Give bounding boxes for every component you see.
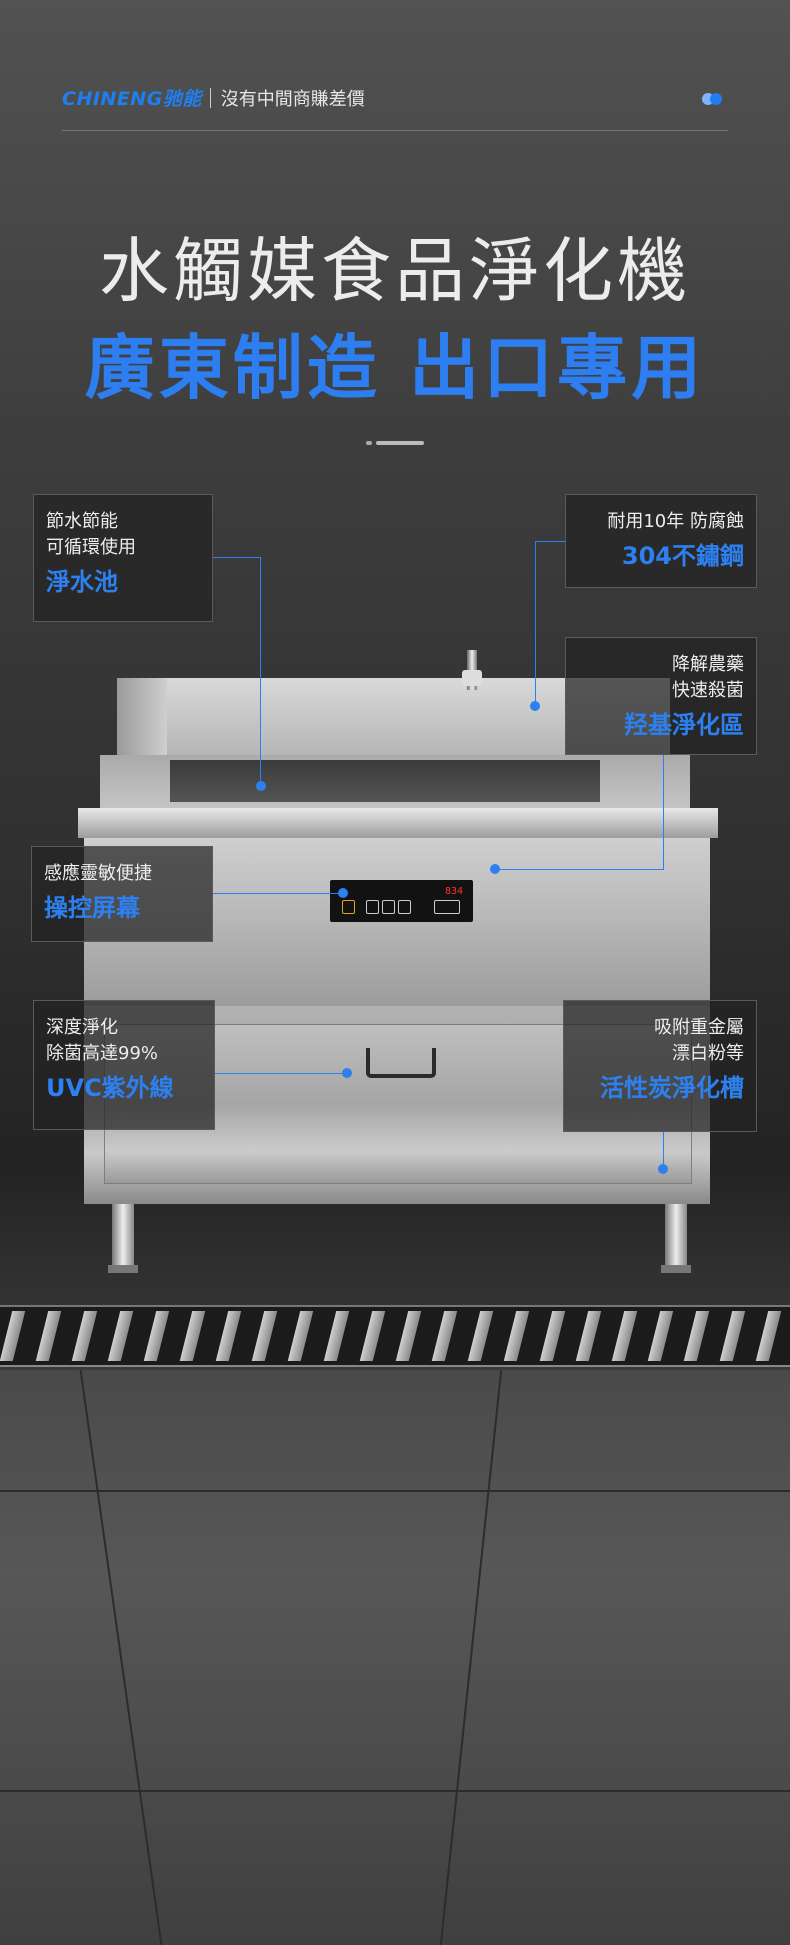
callout-connector (213, 557, 261, 558)
callout-sub: 可循環使用 (46, 537, 136, 558)
callout-highlight: 活性炭淨化槽 (600, 1074, 744, 1102)
callout-connector (535, 541, 536, 705)
callout-sub: 吸附重金屬 (654, 1017, 744, 1038)
header-rule (62, 130, 728, 131)
callout-connector (535, 541, 565, 542)
drawer-handle[interactable] (366, 1048, 436, 1078)
callout-sub: 快速殺菌 (672, 680, 744, 701)
control-panel[interactable]: 834 (330, 880, 473, 922)
callout-connector (495, 869, 664, 870)
callout-connector (215, 1073, 347, 1074)
callout-connector (260, 557, 261, 786)
callout-point (338, 888, 348, 898)
floor-drain-grate (0, 1305, 790, 1367)
callout-sub: 節水節能 (46, 511, 118, 532)
panel-display: 834 (444, 886, 463, 897)
header-divider (209, 87, 211, 108)
callout-highlight: 操控屏幕 (44, 894, 140, 922)
callout-highlight: 羟基淨化區 (624, 711, 744, 739)
callout-uvc: 深度淨化 除菌高達99% UVC紫外線 (33, 1000, 215, 1130)
product-title: 水觸媒食品淨化機 (99, 230, 691, 312)
callout-stainless: 耐用10年 防腐蝕 304不鏽鋼 (565, 494, 757, 588)
brand-logo[interactable]: CHINENG驰能 (62, 88, 202, 110)
callout-connector (213, 893, 343, 894)
callout-sub: 感應靈敏便捷 (44, 863, 152, 884)
machine-leg (112, 1204, 134, 1272)
floor (0, 1370, 790, 1945)
machine-foot (661, 1265, 691, 1273)
machine-foot (108, 1265, 138, 1273)
panel-button[interactable] (342, 900, 355, 914)
water-basin (170, 760, 600, 802)
machine-leg (665, 1204, 687, 1272)
callout-sub: 耐用10年 防腐蝕 (607, 511, 744, 532)
callout-connector (663, 1132, 664, 1169)
callout-sub: 降解農藥 (672, 654, 744, 675)
callout-hydroxyl: 降解農藥 快速殺菌 羟基淨化區 (565, 637, 757, 755)
callout-highlight: UVC紫外線 (46, 1074, 174, 1102)
callout-highlight: 304不鏽鋼 (621, 542, 744, 570)
header: CHINENG驰能 沒有中間商賺差價 (62, 84, 365, 111)
faucet-head (462, 670, 482, 686)
machine-rim (78, 808, 718, 838)
brand-slogan: 沒有中間商賺差價 (220, 88, 365, 110)
callout-highlight: 淨水池 (46, 568, 118, 596)
section-divider (366, 441, 424, 445)
panel-button[interactable] (434, 900, 460, 914)
callout-point (256, 781, 266, 791)
callout-point (530, 701, 540, 711)
callout-carbon: 吸附重金屬 漂白粉等 活性炭淨化槽 (563, 1000, 757, 1132)
decorative-dots-icon (702, 93, 724, 105)
callout-point (658, 1164, 668, 1174)
callout-sub: 除菌高達99% (46, 1043, 159, 1064)
callout-point (342, 1068, 352, 1078)
callout-sub: 深度淨化 (46, 1017, 118, 1038)
callout-sub: 漂白粉等 (672, 1043, 744, 1064)
product-tagline: 廣東制造 出口專用 (84, 327, 706, 409)
callout-connector (663, 755, 664, 869)
panel-button[interactable] (398, 900, 411, 914)
callout-touch-screen: 感應靈敏便捷 操控屏幕 (31, 846, 213, 942)
panel-button[interactable] (366, 900, 379, 914)
callout-point (490, 864, 500, 874)
callout-water-pool: 節水節能 可循環使用 淨水池 (33, 494, 213, 622)
panel-button[interactable] (382, 900, 395, 914)
